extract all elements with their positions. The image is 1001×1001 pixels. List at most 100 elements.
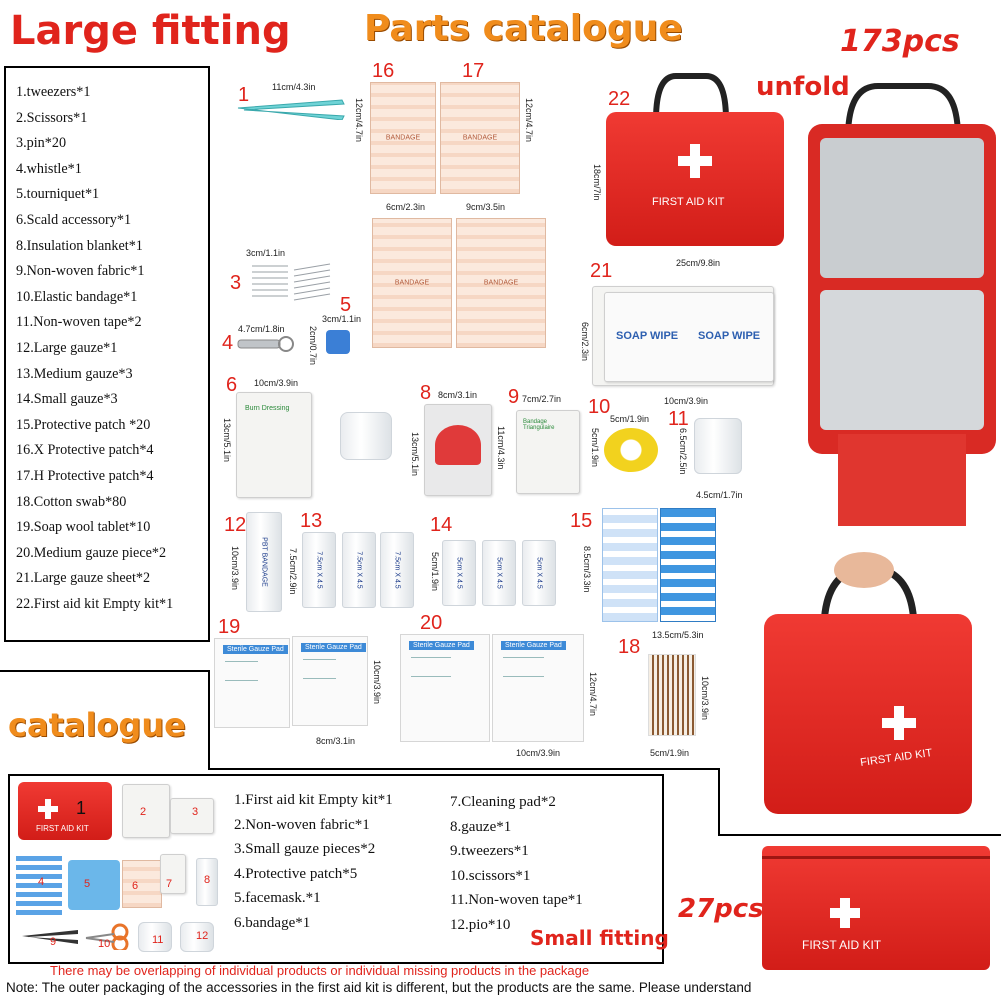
soap-wipe-label: SOAP WIPE (616, 330, 679, 342)
part-number-15: 15 (570, 510, 593, 532)
part-number-17: 17 (462, 60, 485, 82)
part-number-14: 14 (430, 514, 453, 536)
large-list-item: 21.Large gauze sheet*2 (16, 570, 151, 587)
part-number-6: 6 (226, 374, 238, 396)
overlap-note: There may be overlapping of individual p… (50, 963, 590, 978)
part-number-12: 12 (224, 514, 247, 536)
part-number-10: 10 (588, 396, 611, 418)
dim-label: 6cm/2.3in (580, 322, 590, 362)
safety-pins-icon (252, 263, 331, 301)
frame-divider (208, 768, 720, 770)
large-gauze-sheet: Sterile Gauze Pad (400, 634, 490, 742)
medium-gauze-roll: 7.5cm X 4.5 (380, 532, 414, 608)
small-gauze-roll-thumb (196, 858, 218, 906)
small-list-item: 6.bandage*1 (234, 914, 311, 931)
large-list-item: 4.whistle*1 (16, 160, 82, 177)
x-protective-patch: BANDAGE (370, 82, 436, 194)
large-list-item: 8.Insulation blanket*1 (16, 237, 143, 254)
dim-label: 3cm/1.1in (322, 314, 362, 324)
dim-label: 12cm/4.7in (588, 672, 598, 717)
frame-divider (718, 768, 720, 836)
part-number-5: 5 (340, 294, 352, 316)
part-number-4: 4 (222, 332, 234, 354)
small-list-item: 3.Small gauze pieces*2 (234, 841, 376, 857)
thumb-number: 5 (84, 878, 91, 890)
thumb-number: 12 (196, 930, 209, 942)
dim-label: 10cm/3.9in (372, 660, 382, 705)
small-tweezers-icon (22, 930, 78, 944)
thumb-number: 6 (132, 880, 139, 892)
dim-label: 5cm/1.9in (650, 748, 690, 758)
part-number-18: 18 (618, 636, 641, 658)
large-list-item: 3.pin*20 (16, 135, 67, 152)
part-number-9: 9 (508, 386, 520, 408)
frame-divider (718, 834, 1001, 836)
part-number-3: 3 (230, 272, 242, 294)
parts-catalogue-title: Parts catalogue (364, 8, 683, 49)
large-list-item: 12.Large gauze*1 (16, 339, 118, 356)
part-number-21: 20 (420, 612, 443, 634)
small-non-woven-thumb (122, 784, 170, 838)
medium-gauze-piece: Sterile Gauze Pad (292, 636, 368, 726)
dim-label: 10cm/3.9in (254, 378, 299, 388)
dim-label: 7.5cm/2.9in (288, 548, 298, 595)
insulation-blanket (424, 404, 492, 496)
medium-gauze-roll: 7.5cm X 4.5 (342, 532, 376, 608)
small-gauze-roll: 5cm X 4.5 (442, 540, 476, 606)
triangular-bandage: Bandage Triangulaire (516, 410, 580, 494)
large-list-item: 1.tweezers*1 (16, 84, 91, 100)
dim-label: 13.5cm/5.3in (652, 630, 704, 640)
small-zip-bag: FIRST AID KIT (762, 846, 990, 970)
thumb-number: 1 (76, 798, 87, 818)
small-facemask-thumb (68, 860, 120, 910)
small-scissors-icon (85, 923, 129, 950)
protective-patch-strip (660, 508, 716, 622)
soap-wipe-pack (604, 292, 774, 382)
unfolded-kit-bag (808, 80, 996, 526)
protective-patch-strip (602, 508, 658, 622)
dim-label: 6.5cm/2.5in (678, 428, 688, 475)
dim-label: 4.7cm/1.8in (238, 324, 285, 334)
large-list-item: 16.X Protective patch*4 (16, 442, 154, 459)
part-number-19: 21 (590, 260, 613, 282)
dim-label: 4.5cm/1.7in (696, 490, 743, 500)
small-gauze-thumb (170, 798, 214, 834)
large-list-item: 6.Scald accessory*1 (16, 211, 132, 228)
large-list-item: 9.Non-woven fabric*1 (16, 263, 145, 280)
dim-label: 10cm/3.9in (700, 676, 710, 721)
small-bandage-thumb (122, 860, 162, 908)
medium-gauze-roll: 7.5cm X 4.5 (302, 532, 336, 608)
dim-label: 7cm/2.7in (522, 394, 562, 404)
dim-label: 8.5cm/3.3in (582, 546, 592, 593)
catalogue-title: catalogue (8, 706, 186, 744)
dim-label: 11cm/4.3in (496, 426, 506, 470)
soap-wipe-label: SOAP WIPE (698, 330, 761, 342)
part-number-1: 1 (238, 84, 250, 106)
small-list-item: 11.Non-woven tape*1 (450, 892, 583, 908)
dim-label: 5cm/1.9in (610, 414, 650, 424)
small-list-item: 7.Cleaning pad*2 (450, 794, 556, 810)
part-number-20: 19 (218, 616, 241, 638)
non-woven-tape (694, 418, 742, 474)
small-list-item: 4.Protective patch*5 (234, 865, 358, 882)
frame-divider (208, 670, 210, 770)
small-list-item: 9.tweezers*1 (450, 843, 529, 859)
h-protective-patch: BANDAGE (440, 82, 520, 194)
whistle-icon (237, 336, 294, 352)
large-list-item: 17.H Protective patch*4 (16, 467, 154, 484)
small-gauze-roll: 5cm X 4.5 (522, 540, 556, 606)
small-fitting-label: Small fitting (530, 926, 669, 950)
dim-label: 5cm/1.9in (590, 428, 600, 468)
unfold-label: unfold (756, 72, 850, 102)
small-list-item: 5.facemask.*1 (234, 890, 321, 906)
small-list-item: 8.gauze*1 (450, 818, 512, 835)
elastic-bandage-roll (604, 428, 658, 472)
dim-label: 18cm/7in (592, 164, 602, 201)
small-cleaning-thumb (160, 854, 186, 894)
tourniquet-roll (326, 330, 350, 354)
elastic-roll (340, 412, 392, 460)
small-pin-thumb (180, 922, 214, 952)
thumb-number: 7 (166, 878, 173, 890)
tweezers-icon (237, 99, 345, 120)
